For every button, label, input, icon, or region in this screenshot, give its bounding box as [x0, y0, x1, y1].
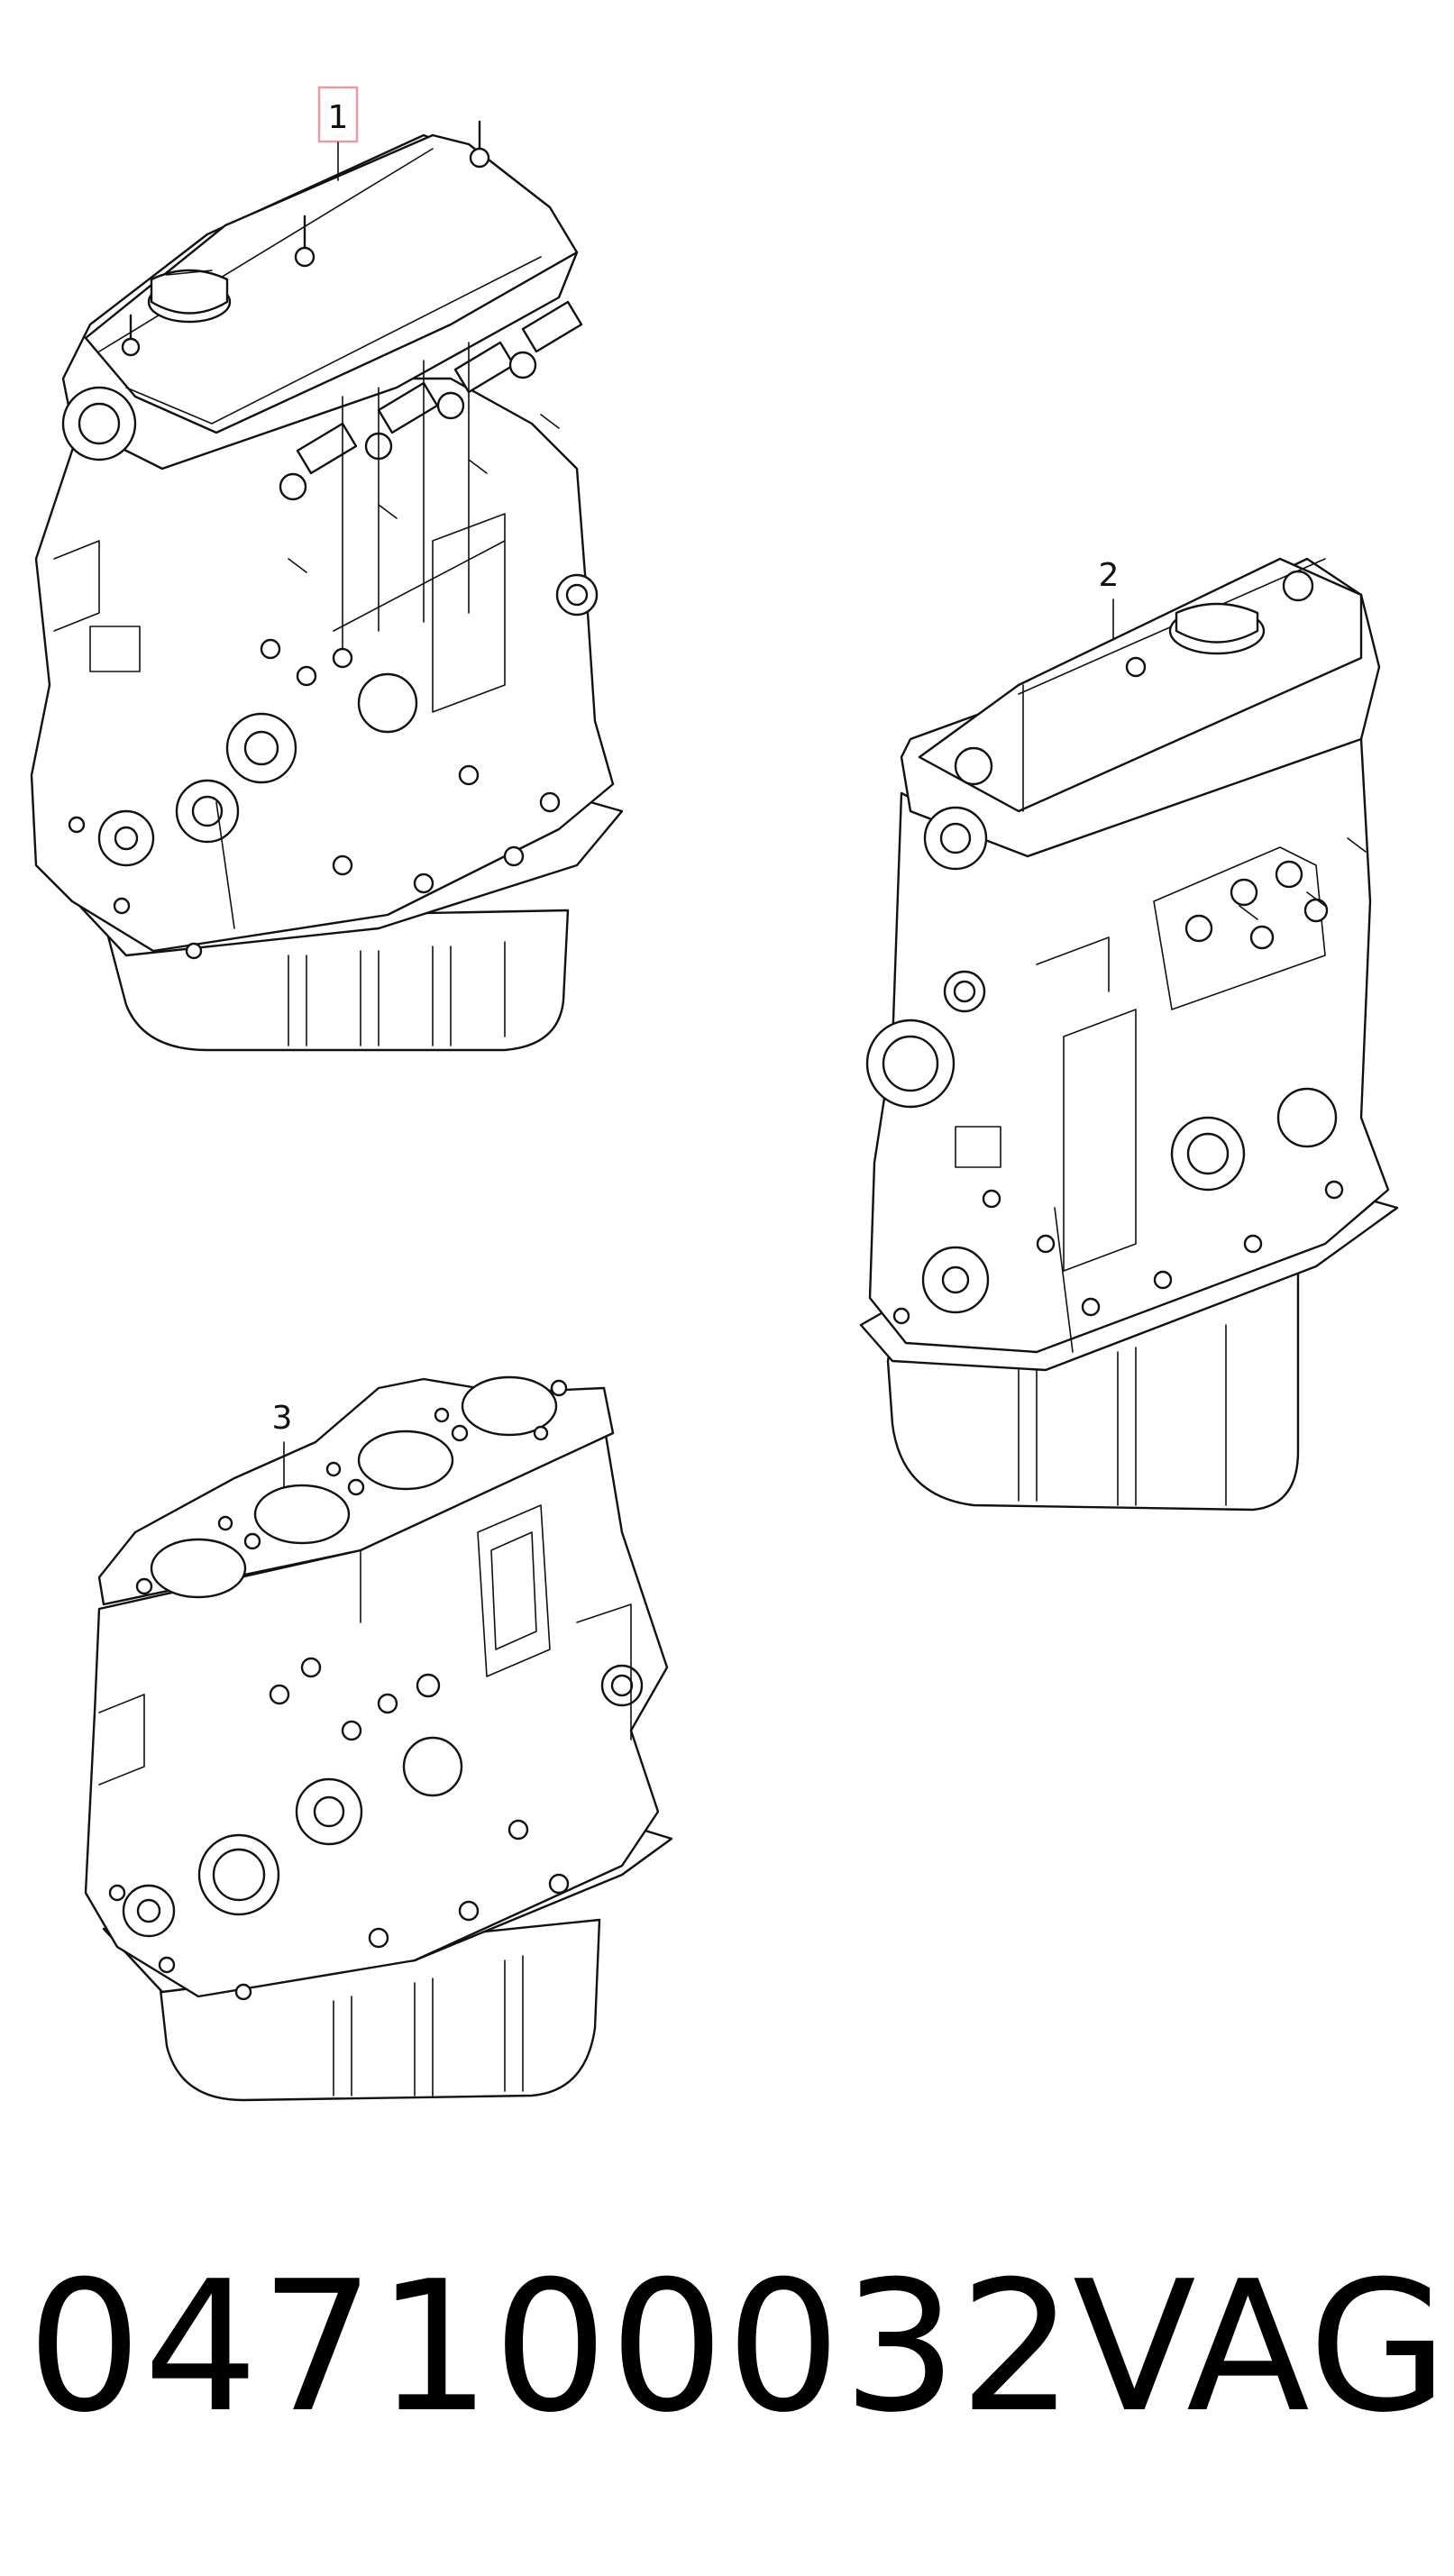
callout-3[interactable]: 3 [272, 1400, 293, 1488]
callout-1-label: 1 [328, 99, 349, 136]
engine-assembly-1[interactable] [30, 120, 624, 1052]
engine-assembly-3[interactable] [84, 1375, 673, 2102]
part-number-label: 047100032 [27, 2243, 1076, 2453]
callout-1[interactable]: 1 [317, 86, 359, 181]
callout-1-highlight-box [317, 86, 359, 143]
callout-2-label: 2 [1099, 557, 1120, 594]
brand-label: VAG [1073, 2243, 1450, 2453]
callout-3-label: 3 [272, 1400, 293, 1437]
engine-assembly-2[interactable] [859, 557, 1399, 1512]
callout-2[interactable]: 2 [1099, 557, 1120, 641]
